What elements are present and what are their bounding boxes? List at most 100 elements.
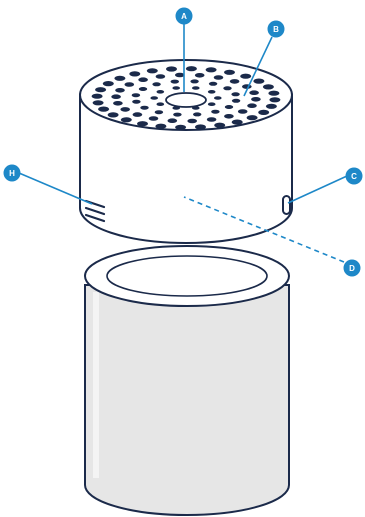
grille-hole [240, 73, 252, 79]
grille-hole [187, 118, 197, 124]
grille-hole [214, 122, 226, 128]
grille-hole [247, 103, 257, 108]
callout-h-letter: H [9, 169, 15, 178]
grille-hole [195, 124, 206, 130]
grille-hole [208, 81, 218, 86]
grille-hole [113, 101, 123, 106]
callout-b: B [267, 20, 285, 38]
grille-hole [152, 82, 161, 87]
callout-d-circle [343, 259, 361, 277]
grille-hole [224, 114, 234, 119]
grille-hole [194, 73, 205, 78]
base-top-inner-ring [106, 255, 268, 297]
grille-hole [132, 112, 143, 117]
grille-hole [229, 79, 240, 84]
grille-hole [138, 87, 148, 91]
grille-hole [253, 78, 265, 84]
grille-hole [115, 88, 125, 93]
leader-line-c [287, 175, 348, 204]
grille-hole [92, 100, 104, 106]
grille-hole [175, 124, 187, 130]
callout-b-letter: B [273, 25, 279, 34]
grille-hole [124, 82, 135, 87]
grille-hole [249, 90, 259, 95]
grille-hole [167, 118, 178, 123]
grille-hole [265, 103, 277, 109]
grille-hole [269, 97, 281, 103]
grille-hole [207, 102, 216, 106]
grille-hole [107, 112, 119, 118]
grille-hole [111, 94, 121, 99]
grille-hole [258, 109, 270, 115]
grille-hole [251, 97, 261, 102]
callout-c-circle [345, 167, 363, 185]
grille-hole [138, 77, 148, 82]
callout-c: C [345, 167, 363, 185]
grille-hole [131, 93, 141, 98]
side-port [282, 195, 291, 215]
leader-lines [18, 24, 348, 263]
grille-hole [237, 109, 248, 114]
grille-hole [170, 79, 179, 84]
grille-hole [156, 102, 165, 106]
grille-hole [140, 105, 149, 110]
top-unit [79, 59, 293, 244]
grille-hole [205, 67, 217, 73]
grille-hole [129, 71, 141, 77]
leader-line-d [183, 196, 345, 263]
grille-holes [91, 66, 281, 130]
grille-hole [114, 75, 126, 81]
base-unit [84, 245, 290, 516]
grille-hole [207, 90, 216, 94]
grille-hole [155, 123, 167, 129]
callout-a-letter: A [181, 12, 187, 21]
callout-a-circle [175, 7, 193, 25]
grille-hole [91, 93, 103, 99]
grille-hole [154, 110, 164, 115]
grille-hole [242, 84, 252, 89]
grille-hole [223, 86, 232, 91]
grille-hole [172, 86, 180, 90]
grille-hole [192, 86, 200, 90]
callout-d-letter: D [349, 264, 355, 273]
leader-line-h [18, 172, 93, 205]
grille-hole [148, 116, 159, 121]
grille-hole [213, 75, 224, 80]
callout-a: A [175, 7, 193, 25]
grille-hole [98, 106, 110, 112]
callout-b-circle [267, 20, 285, 38]
top-unit-body [79, 94, 293, 244]
grille-hole [185, 66, 197, 72]
grille-hole [206, 117, 217, 122]
grille-hole [175, 72, 185, 78]
callout-d: D [343, 259, 361, 277]
grille-hole [95, 87, 107, 93]
grille-hole [262, 84, 274, 90]
grille-hole [231, 98, 241, 103]
grille-hole [268, 90, 280, 96]
grille-hole [193, 112, 202, 117]
grille-hole [231, 92, 240, 97]
grille-hole [132, 99, 141, 104]
grille-hole [246, 115, 258, 121]
callout-h: H [3, 164, 21, 182]
grille-hole [120, 117, 132, 123]
grille-hole [173, 112, 182, 117]
leader-line-b [243, 36, 273, 97]
grille-hole [155, 74, 166, 79]
base-body [84, 284, 290, 516]
grille-hole [214, 96, 222, 100]
grille-hole [224, 105, 234, 109]
callout-c-letter: C [351, 172, 357, 181]
grille-hole [146, 68, 158, 74]
grille-hole [156, 90, 165, 94]
grille-hole [120, 107, 130, 112]
grille-hole [102, 81, 114, 87]
grille-hole [190, 79, 199, 84]
grille-hole [231, 119, 243, 125]
grille-hole [224, 69, 235, 75]
grille-hole [150, 96, 158, 100]
grille-hole [137, 121, 148, 127]
callout-h-circle [3, 164, 21, 182]
